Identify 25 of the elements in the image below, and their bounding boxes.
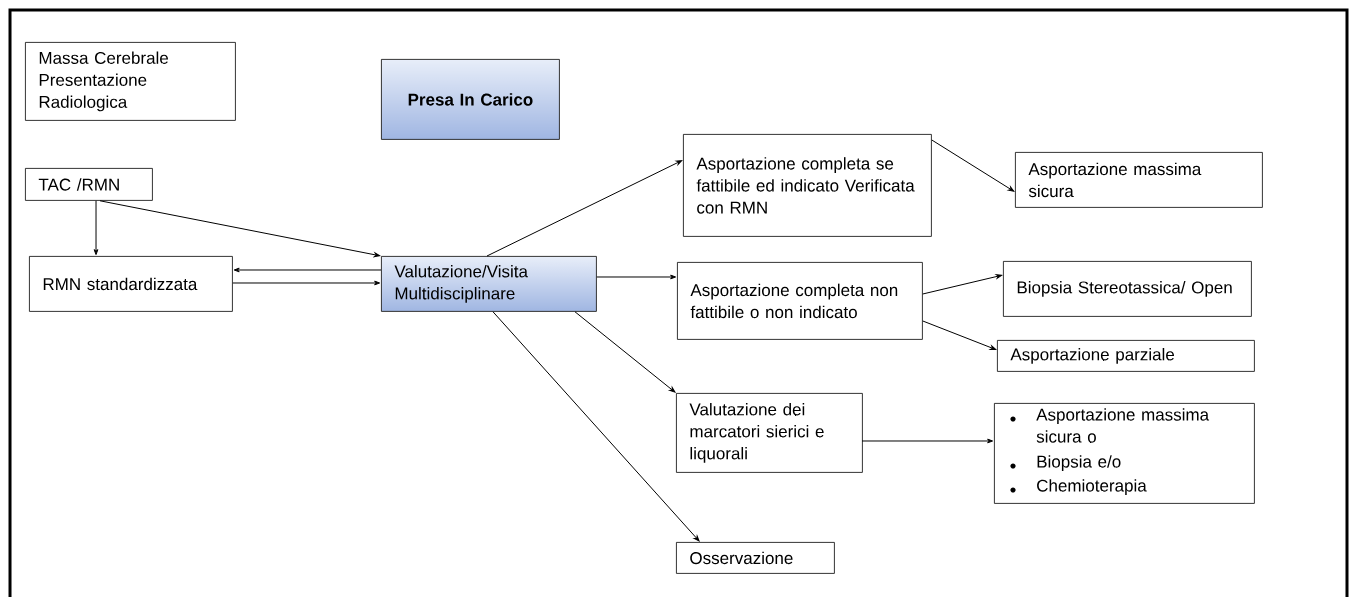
arrow	[492, 311, 700, 542]
heading-box: Presa In Carico	[381, 59, 560, 140]
arrow	[596, 274, 677, 280]
process-box: Asportazione massima sicura	[1015, 152, 1263, 208]
arrow	[233, 267, 382, 273]
process-box: Asportazione completa non fattibile o non indicato	[677, 262, 923, 340]
arrow	[861, 438, 994, 444]
process-box: Massa Cerebrale Presentazione Radiologica	[25, 42, 236, 121]
process-box: Valutazione/Visita Multidisciplinare	[381, 256, 597, 312]
process-box: Asportazione completa se fattibile ed indicato Verificata con RMN	[683, 134, 932, 237]
arrow	[922, 274, 1003, 295]
process-box: RMN standardizzata	[29, 256, 233, 312]
arrow	[931, 139, 1015, 192]
process-box: TAC /RMN	[25, 168, 153, 201]
list-box: Asportazione massima sicura o Biopsia e/o Chemioterapia	[994, 403, 1255, 504]
arrow	[486, 160, 683, 257]
arrow	[93, 200, 99, 256]
process-box: Biopsia Stereotassica/ Open	[1003, 261, 1252, 317]
arrow	[232, 280, 381, 286]
process-box: Asportazione parziale	[997, 340, 1255, 372]
arrow	[99, 200, 381, 258]
arrow	[574, 311, 676, 393]
arrow	[922, 320, 997, 350]
process-box: Osservazione	[676, 542, 835, 574]
process-box: Valutazione dei marcatori sierici e liquorali	[676, 393, 863, 473]
